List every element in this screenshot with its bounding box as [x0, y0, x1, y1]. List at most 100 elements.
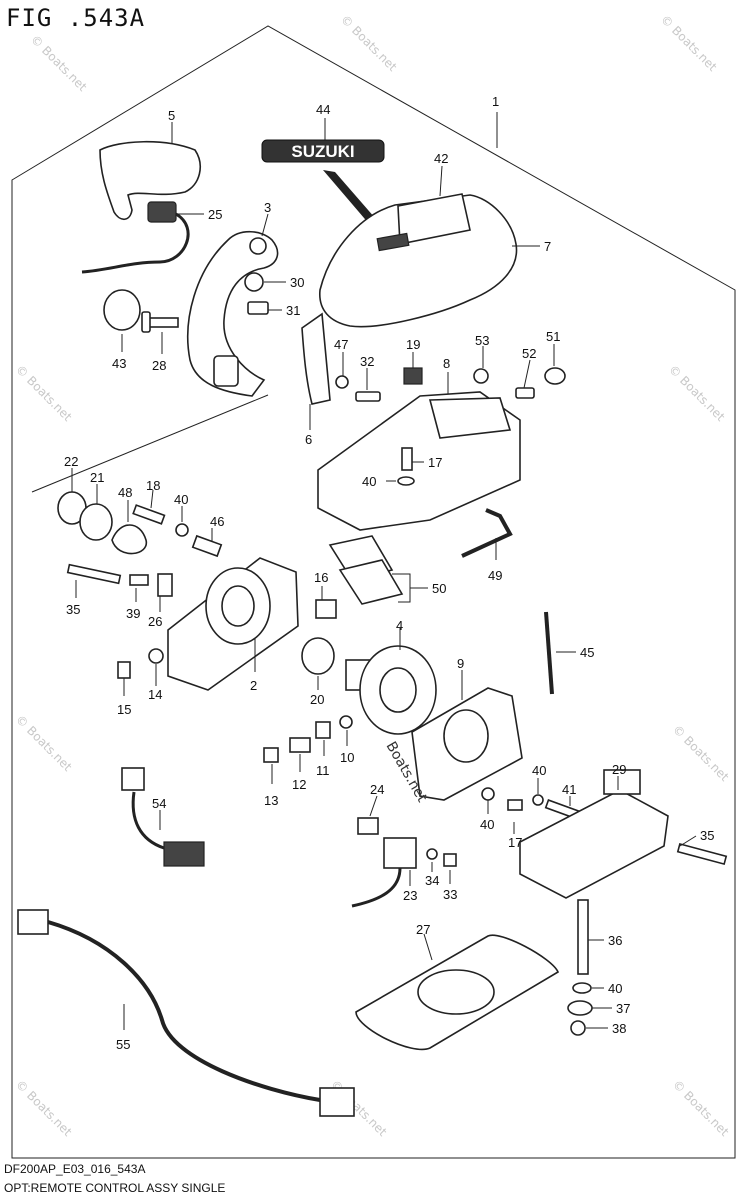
callout-label: 51	[546, 329, 560, 344]
part-45-cable-tie	[544, 611, 554, 695]
callout-label: 3	[264, 200, 271, 215]
callout-label: 39	[126, 606, 140, 621]
watermark: © Boats.net	[13, 362, 75, 424]
watermark: © Boats.net	[13, 712, 75, 774]
part-2-base-plate	[167, 557, 299, 691]
callout-label: 37	[616, 1001, 630, 1016]
callout-label: 42	[434, 151, 448, 166]
callout-label: 5	[168, 108, 175, 123]
part-40-washer-left	[175, 523, 189, 537]
part-18-bolt	[132, 504, 166, 525]
part-9-frame	[411, 687, 523, 801]
callout-label: 24	[370, 782, 384, 797]
watermark: © Boats.net	[338, 12, 400, 74]
part-49-spring-wire	[461, 508, 513, 558]
part-12-spring	[289, 737, 311, 753]
callout-label: 46	[210, 514, 224, 529]
callout-label: 26	[148, 614, 162, 629]
callout-label: 43	[112, 356, 126, 371]
callout-label: 55	[116, 1037, 130, 1052]
callout-label: 49	[488, 568, 502, 583]
callout-label: 27	[416, 922, 430, 937]
part-28-pin	[141, 311, 179, 333]
part-callouts: 1 2 3 4 5 6 7 8 9 10 11 12 13 14 15 16 1…	[64, 94, 714, 1052]
part-10-washer	[339, 715, 353, 729]
part-16-block	[315, 599, 337, 619]
callout-label: 40	[362, 474, 376, 489]
part-27-gasket	[355, 934, 560, 1051]
callout-label: 38	[612, 1021, 626, 1036]
part-35-bolt-b	[676, 842, 728, 866]
part-23-sensor-unit	[351, 837, 417, 908]
part-32-screw	[355, 391, 381, 402]
watermark: © Boats.net	[13, 1077, 75, 1139]
callout-label: 21	[90, 470, 104, 485]
part-40-washer-d	[572, 982, 592, 994]
sub-assembly-boundary	[31, 394, 269, 493]
part-5-control-handle	[99, 140, 201, 221]
part-24-sensor	[357, 817, 379, 835]
emblem-pointer	[323, 170, 382, 232]
part-35-bolt	[66, 563, 122, 585]
part-31-screw	[247, 301, 269, 315]
callout-label: 48	[118, 485, 132, 500]
callout-label: 23	[403, 888, 417, 903]
part-40-washer	[397, 476, 415, 486]
part-19-pad	[403, 367, 423, 385]
callout-label: 35	[700, 828, 714, 843]
part-44-suzuki-emblem: SUZUKI	[261, 139, 385, 163]
part-52-screw	[515, 387, 535, 399]
callout-label: 17	[508, 835, 522, 850]
watermark: © Boats.net	[666, 362, 728, 424]
callout-label: 40	[532, 763, 546, 778]
part-29-mounting-bracket	[519, 769, 669, 899]
callout-label: 41	[562, 782, 576, 797]
part-4-gear-drum	[345, 645, 437, 735]
part-54-connector-harness	[121, 767, 205, 867]
watermark: © Boats.net	[670, 722, 732, 784]
callout-label: 36	[608, 933, 622, 948]
watermark: © Boats.net	[670, 1077, 732, 1139]
figure-caption: OPT:REMOTE CONTROL ASSY SINGLE	[4, 1181, 226, 1195]
callout-label: 1	[492, 94, 499, 109]
callout-label: 13	[264, 793, 278, 808]
part-37-washer	[567, 1000, 593, 1016]
part-39-screw	[129, 574, 149, 586]
callout-label: 40	[608, 981, 622, 996]
part-8-housing	[317, 391, 521, 531]
part-11-block	[315, 721, 331, 739]
callout-label: 10	[340, 750, 354, 765]
part-47-washer	[335, 375, 349, 389]
callout-label: 31	[286, 303, 300, 318]
callout-label: 40	[480, 817, 494, 832]
drawing-code: DF200AP_E03_016_543A	[4, 1162, 146, 1176]
callout-label: 14	[148, 687, 162, 702]
callout-label: 17	[428, 455, 442, 470]
callout-label: 53	[475, 333, 489, 348]
part-43-o-ring	[103, 289, 141, 331]
callout-label: 29	[612, 762, 626, 777]
watermark: © Boats.net	[28, 32, 90, 94]
callout-label: 28	[152, 358, 166, 373]
callout-label: 54	[152, 796, 166, 811]
part-13-nut	[263, 747, 279, 763]
part-33-screw	[443, 853, 457, 867]
part-48-cam	[111, 524, 147, 555]
part-51-clip	[544, 367, 566, 385]
callout-label: 25	[208, 207, 222, 222]
part-53-nut	[473, 368, 489, 384]
part-7-top-cover	[319, 193, 518, 328]
callout-label: 45	[580, 645, 594, 660]
part-17-screw	[401, 447, 413, 471]
callout-label: 6	[305, 432, 312, 447]
callout-label: 19	[406, 337, 420, 352]
part-38-nut	[570, 1020, 586, 1036]
callout-label: 15	[117, 702, 131, 717]
part-40-washer-c	[532, 794, 544, 806]
part-30-nut	[244, 272, 264, 292]
callout-label: 4	[396, 618, 403, 633]
part-26-clip	[157, 573, 173, 597]
callout-label: 35	[66, 602, 80, 617]
callout-label: 30	[290, 275, 304, 290]
